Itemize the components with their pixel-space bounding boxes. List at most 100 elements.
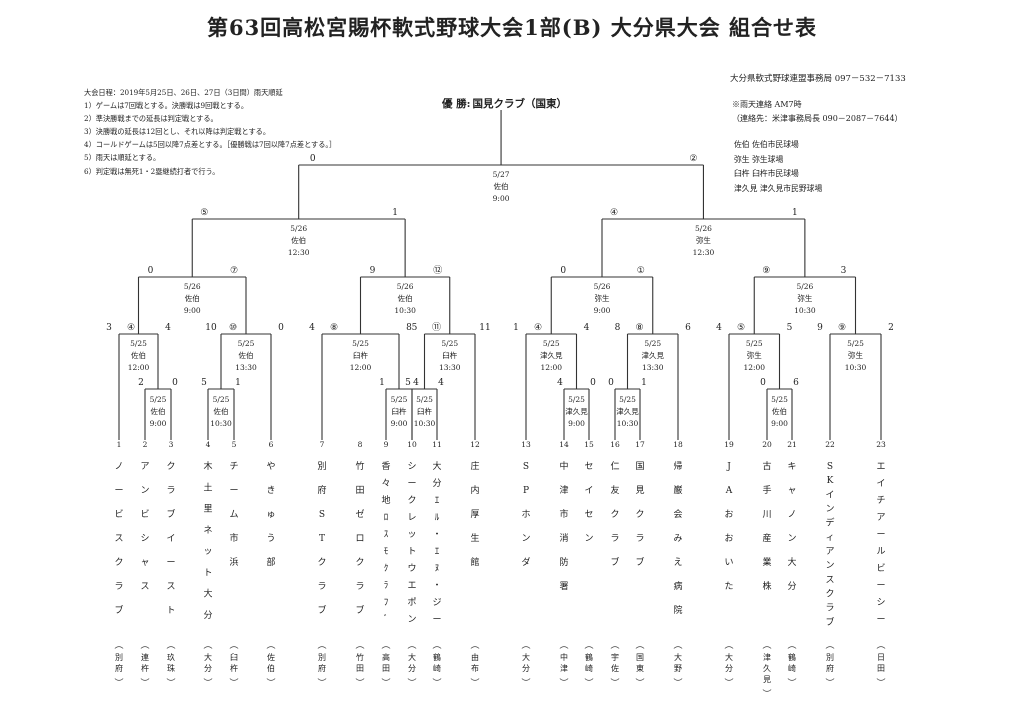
final-score-right: ② — [689, 154, 697, 164]
team-name-char: き — [266, 485, 275, 496]
team-number: 16 — [610, 440, 620, 449]
team-name-char: 別 — [317, 461, 326, 472]
team-number: 12 — [470, 440, 480, 449]
area-paren: ︵ — [407, 641, 416, 651]
match-r2-time: 10:30 — [394, 306, 416, 315]
team-name-char: 庄 — [470, 460, 479, 472]
score-left: 5 — [412, 323, 418, 333]
champion-banner: 優 勝:国見クラブ（国東） — [440, 96, 567, 111]
team-area-char: 分 — [725, 664, 733, 673]
team-area-char: 大 — [522, 652, 530, 662]
team-name-char: ィ — [825, 533, 834, 543]
area-paren: ︶ — [229, 678, 238, 689]
champion-team: 国見クラブ（国東） — [472, 98, 568, 110]
area-paren: ︶ — [166, 678, 175, 689]
team-name-char: ラ — [317, 581, 326, 592]
team-name-char: 友 — [610, 484, 619, 496]
team-name-char: ｸ — [384, 563, 389, 574]
area-paren: ︵ — [470, 641, 479, 651]
team-name-char: ﾞ — [384, 614, 389, 625]
score-right: 0 — [172, 378, 178, 388]
team-name-char: 大 — [203, 588, 212, 600]
match-r0-time: 10:30 — [414, 419, 436, 428]
area-paren: ︵ — [635, 641, 644, 651]
team-name-char: ス — [166, 582, 175, 592]
note-line: （連絡先：米津事務局長 090－2087－7644） — [732, 114, 903, 123]
team-name-char: P — [523, 486, 529, 496]
area-paren: ︶ — [432, 678, 441, 689]
team-name-char: 館 — [470, 556, 479, 568]
area-paren: ︵ — [266, 641, 275, 651]
score-right: 1 — [792, 208, 798, 218]
team-area-char: 府 — [318, 663, 326, 673]
team-number: 15 — [584, 440, 594, 449]
match-r2-time: 9:00 — [594, 306, 611, 315]
team-name-char: ク — [166, 461, 175, 472]
team-name-char: お — [724, 509, 733, 520]
team-name-char: ー — [166, 558, 175, 568]
area-paren: ︵ — [762, 641, 771, 651]
team-name-char: 院 — [673, 604, 682, 616]
team-name-char: ス — [114, 534, 123, 544]
area-paren: ︶ — [317, 678, 326, 689]
team-area-char: 分 — [204, 664, 212, 673]
team-name-char: 津 — [559, 485, 568, 496]
team-number: 8 — [358, 440, 363, 449]
venue-item: 佐伯 佐伯市民球場 — [734, 140, 799, 149]
score-left: 1 — [379, 378, 385, 388]
team-area-char: 臼 — [230, 652, 238, 662]
score-right: 0 — [590, 378, 596, 388]
area-paren: ︵ — [724, 641, 733, 651]
team-name-char: 々 — [381, 478, 390, 489]
team-name-char: ロ — [355, 534, 364, 544]
team-name-char: ホ — [521, 509, 530, 520]
match-r2-time: 10:30 — [794, 306, 816, 315]
area-paren: ︶ — [114, 678, 123, 689]
team-name-char: ﾙ — [435, 513, 440, 523]
area-paren: ︶ — [635, 678, 644, 689]
team-number: 1 — [117, 440, 122, 449]
team-name-char: ャ — [140, 558, 149, 568]
match-r0-venue: 佐伯 — [214, 406, 229, 416]
match-r0-venue: 臼杵 — [417, 406, 432, 416]
match-r3-venue: 弥生 — [696, 235, 711, 245]
score-left: 2 — [138, 378, 144, 388]
team-name-char: シ — [407, 462, 416, 472]
match-r0-time: 10:30 — [617, 419, 639, 428]
area-paren: ︵ — [317, 641, 326, 651]
score-right: 4 — [413, 378, 419, 388]
team-name-char: キ — [787, 462, 796, 472]
team-area-char: 佐 — [611, 663, 619, 673]
team-name-char: ッ — [407, 530, 416, 540]
rain-notes: ※雨天連絡 AM7時 （連絡先：米津事務局長 090－2087－7644） — [732, 98, 903, 126]
match-r1-date: 5/25 — [847, 339, 864, 348]
area-paren: ︶ — [355, 678, 364, 689]
match-r1-date: 5/25 — [746, 339, 763, 348]
team-number: 4 — [206, 440, 211, 449]
team-name-char: ア — [876, 513, 885, 523]
venue-list: 佐伯 佐伯市民球場 弥生 弥生球場 臼杵 臼杵市民球場 津久見 津久見市民野球場 — [734, 138, 822, 196]
team-name-char: ブ — [317, 604, 326, 616]
team-name-char: ー — [876, 530, 885, 540]
team-name-char: 仁 — [610, 460, 619, 472]
match-number: ⑪ — [432, 322, 441, 333]
score-right: ① — [637, 266, 645, 276]
team-number: 19 — [724, 440, 734, 449]
area-paren: ︵ — [203, 641, 212, 651]
association-contact: 大分県軟式野球連盟事務局 097－532－7133 — [730, 74, 906, 84]
score-left: 5 — [201, 378, 207, 388]
team-name-char: お — [724, 533, 733, 544]
match-r0-venue: 佐伯 — [772, 406, 787, 416]
team-name-char: ッ — [203, 547, 212, 557]
match-r1-venue: 佐伯 — [131, 350, 146, 360]
area-paren: ︵ — [521, 641, 530, 651]
match-r3-date: 5/26 — [290, 224, 307, 233]
team-number: 14 — [559, 440, 569, 449]
team-name-char: T — [319, 534, 325, 544]
match-r2-venue: 佐伯 — [185, 293, 200, 303]
area-paren: ︵ — [673, 641, 682, 651]
team-name-char: 病 — [673, 580, 682, 592]
team-name-char: た — [724, 581, 733, 592]
team-name-char: ブ — [610, 556, 619, 568]
